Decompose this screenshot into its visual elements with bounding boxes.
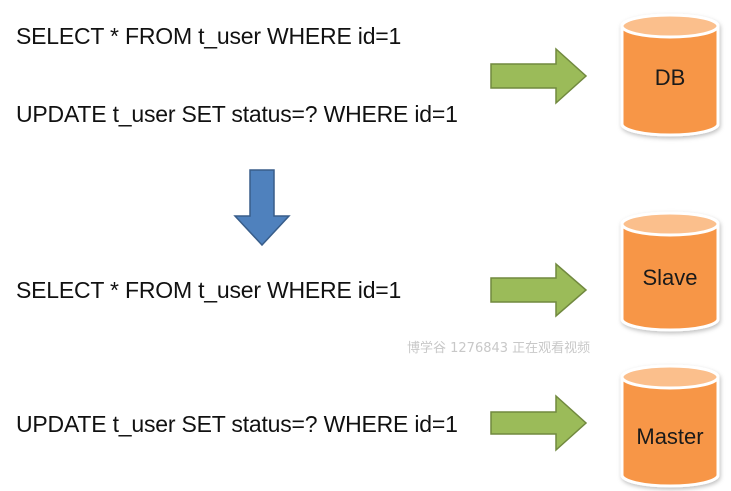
sql-query-select-1: SELECT * FROM t_user WHERE id=1	[16, 23, 402, 49]
right-arrow-1	[490, 47, 588, 105]
db-cylinder-2	[620, 211, 720, 332]
watermark: 博学谷 1276843 正在观看视频	[407, 341, 591, 356]
down-arrow	[233, 169, 291, 247]
master-label: Master	[636, 424, 704, 449]
sql-query-select-2: SELECT * FROM t_user WHERE id=1	[16, 277, 402, 303]
slave-label: Slave	[642, 265, 698, 290]
right-arrow-2	[490, 262, 588, 318]
db-cylinder-1	[620, 13, 720, 137]
right-arrow-3	[490, 394, 588, 452]
db-label: DB	[654, 65, 686, 90]
sql-query-update-2: UPDATE t_user SET status=? WHERE id=1	[16, 411, 458, 437]
db-cylinder-3	[620, 364, 720, 488]
sql-query-update-1: UPDATE t_user SET status=? WHERE id=1	[16, 101, 458, 127]
